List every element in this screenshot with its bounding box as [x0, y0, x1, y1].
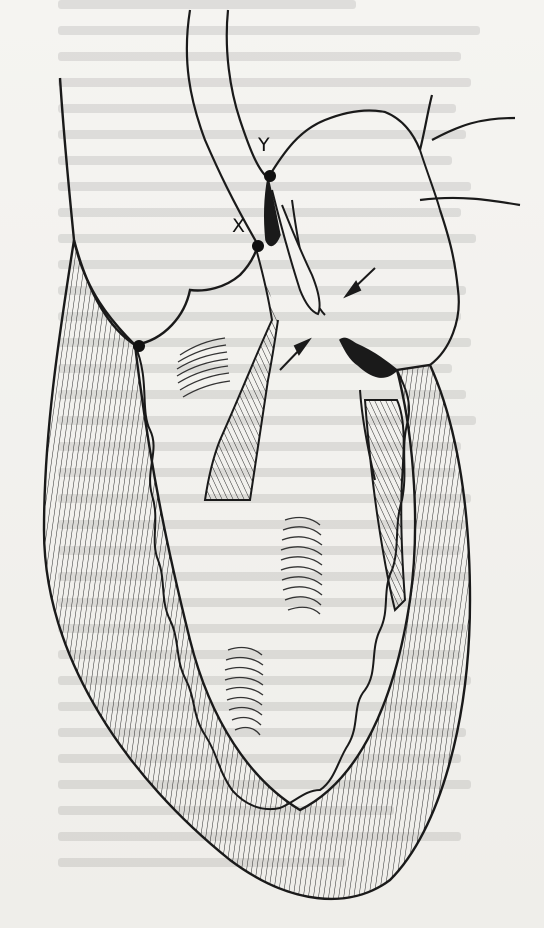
great-vessel-side — [420, 198, 520, 365]
right-leaflet-hatched — [365, 400, 405, 610]
great-vessel-top — [420, 95, 515, 150]
node-annulus — [133, 340, 145, 352]
septal-leaflet-thin — [272, 190, 320, 314]
mitral-leaflet — [205, 245, 278, 500]
label-y: Y — [258, 136, 270, 155]
aortic-root-outline — [268, 110, 420, 178]
label-x: X — [232, 217, 245, 236]
flow-arrow-lower — [280, 340, 309, 370]
node-y — [264, 170, 276, 182]
atrial-septum-left — [187, 10, 258, 245]
ventricle-wall-outer — [44, 240, 470, 899]
flow-arrow-upper — [346, 268, 375, 296]
node-x — [252, 240, 264, 252]
aortic-leaflet — [340, 338, 397, 377]
